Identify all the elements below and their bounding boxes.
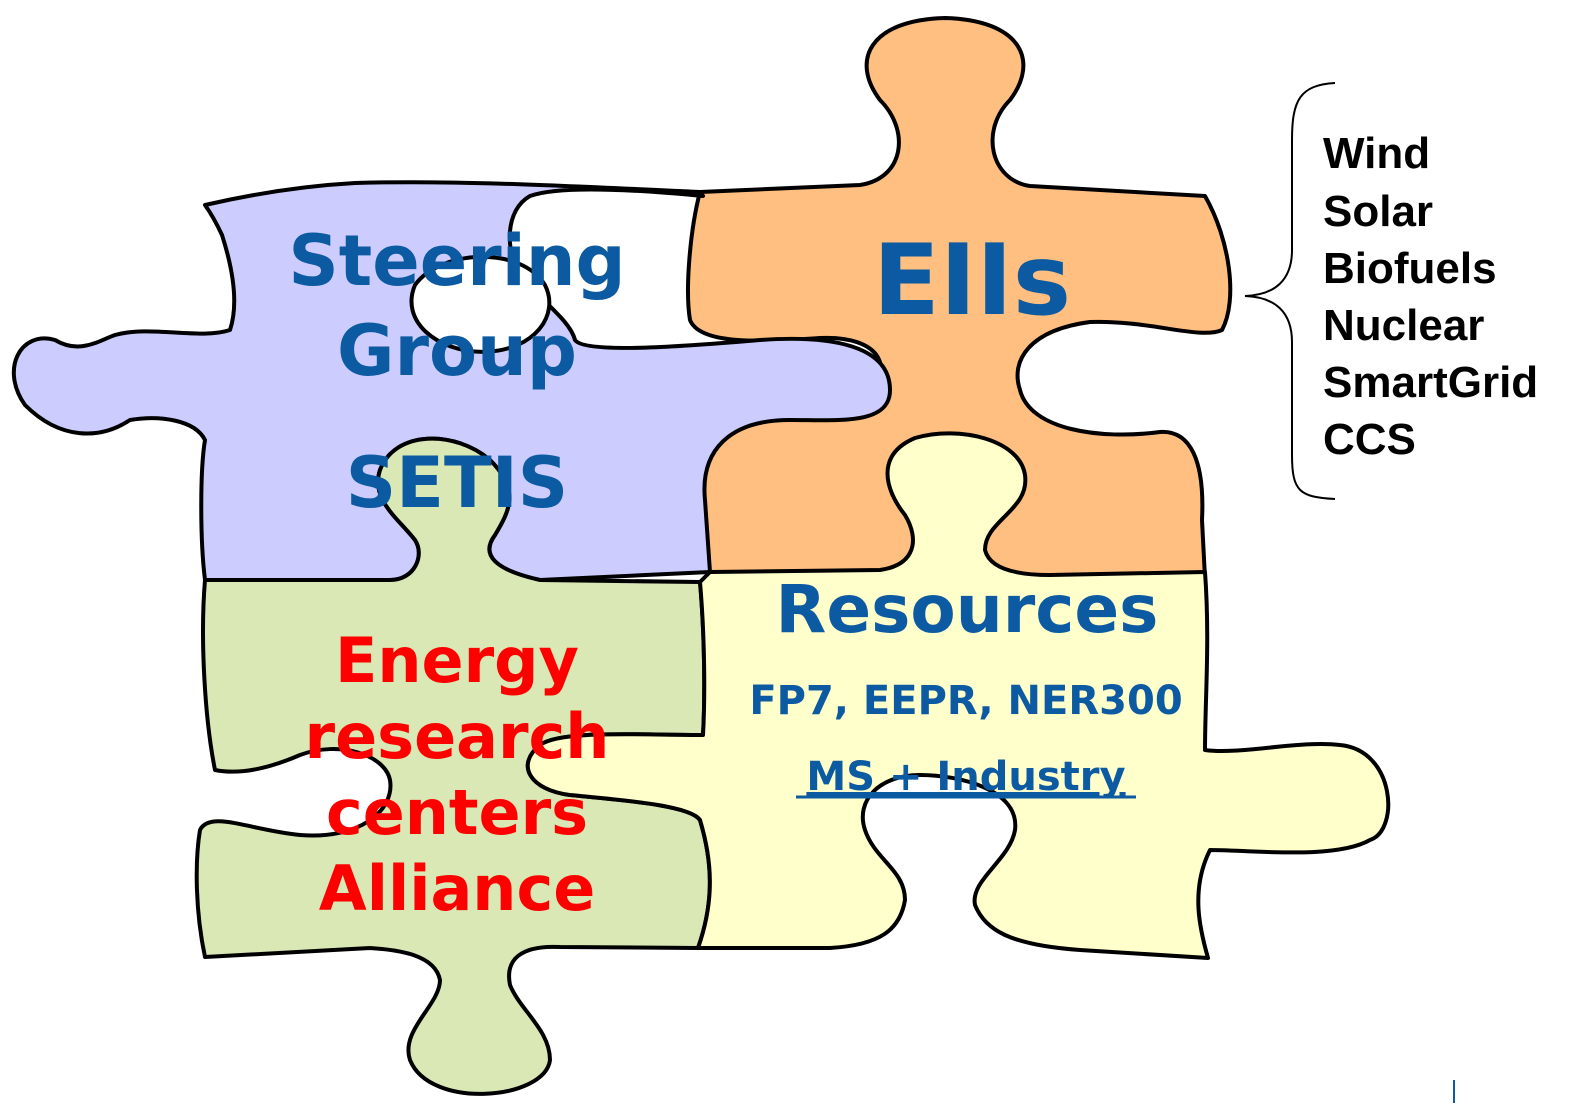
resources-programmes: FP7, EEPR, NER300 — [749, 678, 1182, 724]
alliance-line1: Energy — [335, 624, 579, 697]
eii-list-item: Solar — [1323, 187, 1433, 236]
resources-partners: MS + Industry — [806, 754, 1125, 800]
steering-title-line2: Group — [337, 310, 577, 392]
eiis-piece — [686, 16, 1233, 580]
eii-list-item: SmartGrid — [1323, 358, 1538, 407]
steering-title-line1: Steering — [288, 220, 625, 302]
steering-group-hole — [409, 254, 552, 354]
alliance-line3: centers — [326, 776, 588, 849]
eii-list-item: Biofuels — [1323, 244, 1497, 293]
eii-list-brace — [1244, 82, 1336, 500]
eii-list-item: CCS — [1323, 415, 1416, 464]
eii-list-item: Wind — [1323, 129, 1430, 178]
alliance-piece — [194, 436, 712, 1096]
alliance-line2: research — [305, 700, 610, 773]
setis-label: SETIS — [346, 442, 568, 524]
resources-piece — [525, 431, 1391, 960]
alliance-line4: Alliance — [319, 852, 596, 925]
eii-list-item: Nuclear — [1323, 301, 1484, 350]
eiis-title: EIIs — [873, 224, 1071, 338]
resources-title: Resources — [776, 571, 1159, 648]
